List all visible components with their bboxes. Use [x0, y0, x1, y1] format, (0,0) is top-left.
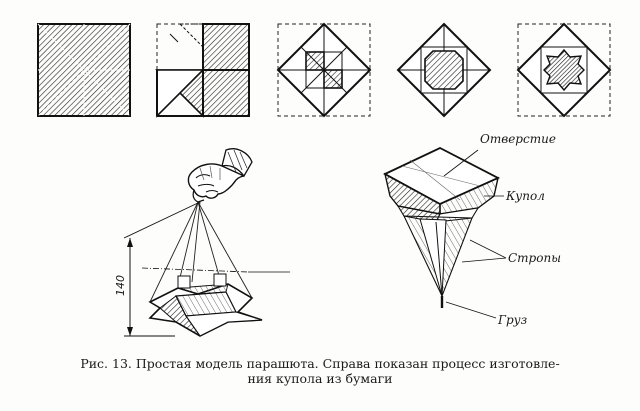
- parachute-model: [148, 273, 263, 337]
- fold-step-2: [155, 23, 250, 118]
- parachute-schematic: Отверстие Купол Стропы Груз: [383, 132, 561, 327]
- label-canopy: Купол: [505, 189, 545, 203]
- figure-caption: Рис. 13. Простая модель парашюта. Справа…: [0, 356, 640, 386]
- fold-step-3: [276, 22, 372, 118]
- fold-step-4: [396, 22, 492, 118]
- label-opening: Отверстие: [480, 132, 556, 146]
- label-lines: Стропы: [508, 251, 561, 265]
- fold-step-5: [516, 22, 612, 118]
- height-dimension: 140: [114, 201, 290, 337]
- hand-with-parachute: [187, 148, 253, 203]
- height-dimension-label: 140: [114, 275, 127, 296]
- caption-line-2: ния купола из бумаги: [247, 371, 393, 386]
- caption-line-1: Рис. 13. Простая модель парашюта. Справа…: [80, 356, 560, 371]
- label-weight: Груз: [497, 313, 527, 327]
- parachute-lines: [149, 201, 253, 303]
- fold-step-1: [37, 23, 131, 117]
